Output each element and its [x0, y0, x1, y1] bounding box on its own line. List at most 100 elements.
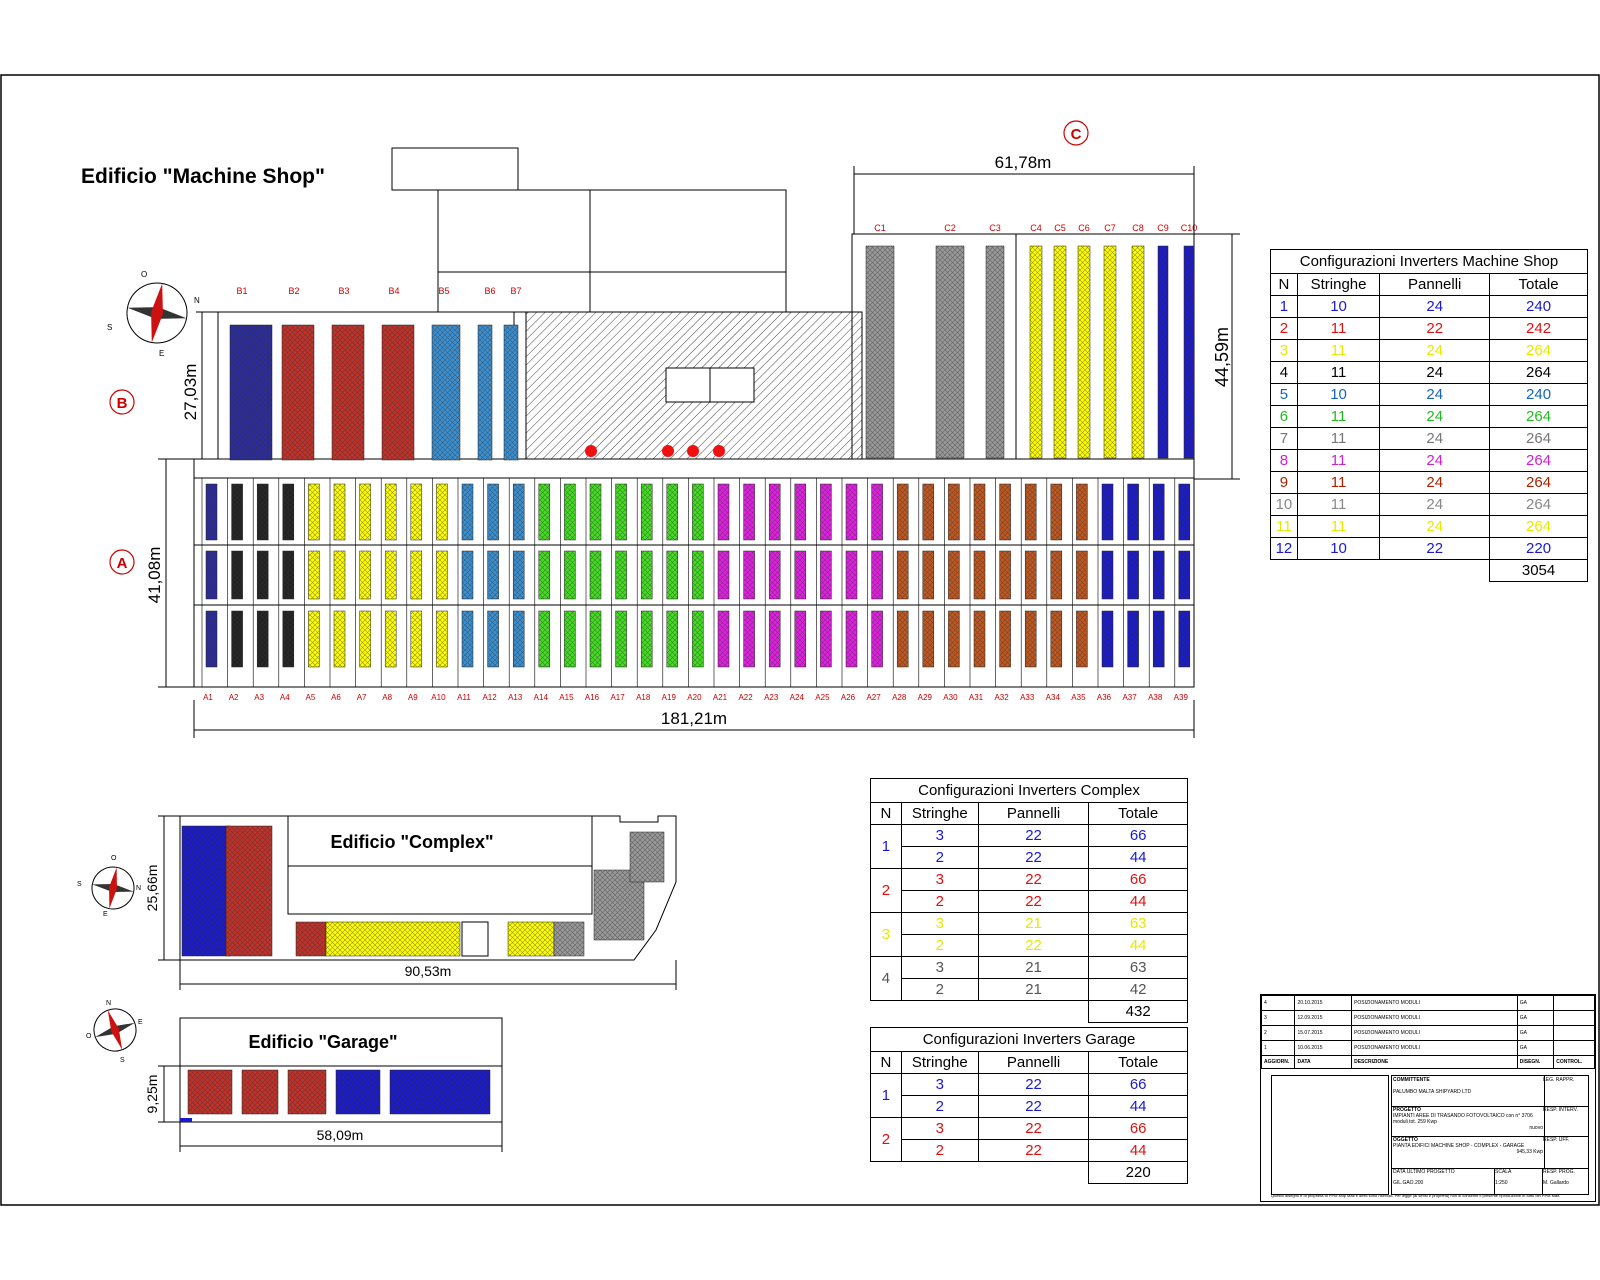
revision-control	[1553, 1040, 1595, 1056]
panel-array-c5	[1053, 245, 1067, 459]
panel-array-a25	[820, 483, 832, 541]
panel-array-a21	[717, 483, 730, 541]
table-total: 220	[1088, 1161, 1188, 1184]
string-label-b7: B7	[510, 286, 521, 296]
panel-array-a37	[1127, 610, 1139, 668]
complex-inverter-table: Configurazioni Inverters Complex N Strin…	[870, 778, 1188, 1023]
panel-array-a7	[359, 483, 371, 541]
cell-n: 10	[1270, 493, 1298, 516]
committente-value: PALUMBO MALTA SHIPYARD LTD	[1393, 1089, 1472, 1095]
oggetto-value: PIANTA EDIFICI MACHINE SHOP - COMPLEX - …	[1393, 1143, 1525, 1149]
cell-n: 12	[1270, 537, 1298, 560]
revision-desc: POSIZIONAMENTO MODULI	[1351, 1040, 1518, 1056]
panel-array-a22	[743, 550, 755, 600]
compass-n: N	[106, 1000, 111, 1007]
title-block-footer: Questo disegno e di proprieta di PPM shi…	[1271, 1193, 1561, 1198]
panel-array-a31	[973, 550, 986, 600]
panel-array-a30	[948, 483, 960, 541]
cell-pannelli: 24	[1379, 493, 1491, 516]
panel-array-c2	[935, 245, 965, 459]
dim-garage-height: 9,25m	[144, 1075, 160, 1114]
panel-array-a16	[589, 550, 602, 600]
revision-by: GA	[1516, 1010, 1555, 1026]
panel-array-garage-2	[241, 1069, 279, 1115]
panel-array-a14	[538, 483, 551, 541]
cell-pannelli: 24	[1379, 383, 1491, 406]
ms-table-title: Configurazioni Inverters Machine Shop	[1270, 249, 1588, 273]
complex-table-title: Configurazioni Inverters Complex	[870, 778, 1188, 802]
string-label-a14: A14	[534, 693, 549, 702]
revision-header: AGGIORN.	[1260, 1055, 1296, 1069]
panel-array-a8	[384, 610, 397, 668]
panel-array-a28	[896, 610, 909, 668]
panel-array-b1	[229, 324, 273, 461]
cell-pannelli: 24	[1379, 339, 1491, 362]
panel-array-a19	[666, 610, 679, 668]
committente-label: COMMITTENTE	[1393, 1077, 1430, 1083]
panel-array-a6	[333, 483, 346, 541]
cell-n: 11	[1270, 515, 1298, 538]
cell-pannelli: 22	[977, 1139, 1090, 1162]
compass-rose-icon	[93, 1008, 137, 1052]
panel-array-a12	[487, 550, 499, 600]
string-label-a36: A36	[1097, 693, 1112, 702]
panel-array-a18	[640, 550, 653, 600]
cell-totale: 264	[1489, 449, 1588, 472]
cell-pannelli: 22	[977, 890, 1090, 913]
panel-array-a6	[333, 550, 346, 600]
panel-array-b6	[477, 324, 493, 461]
dim-ms-height-b: 27,03m	[181, 364, 200, 421]
cell-stringhe: 11	[1296, 449, 1381, 472]
revision-desc: POSIZIONAMENTO MODULI	[1351, 1010, 1518, 1026]
garage-plan: Edificio "Garage" 58,09m 9,25m N S O E	[86, 1000, 503, 1152]
resp-prog-label: RESP. PROG.	[1543, 1169, 1575, 1175]
col-totale: Totale	[1489, 273, 1588, 296]
panel-array-a26	[845, 483, 858, 541]
cell-pannelli: 21	[977, 978, 1090, 1001]
progetto-label: PROGETTO	[1393, 1107, 1421, 1113]
revision-desc: POSIZIONAMENTO MODULI	[1351, 1025, 1518, 1041]
revision-by: GA	[1516, 1025, 1555, 1041]
string-label-a8: A8	[382, 693, 392, 702]
panel-array-c4	[1029, 245, 1043, 459]
panel-array-a2	[231, 610, 243, 668]
panel-array-a10	[436, 550, 448, 600]
string-label-c9: C9	[1157, 223, 1169, 233]
cell-n: 4	[1270, 361, 1298, 384]
scala-label: SCALA	[1495, 1169, 1512, 1175]
string-label-b6: B6	[484, 286, 495, 296]
panel-array-a4	[282, 550, 295, 600]
cell-pannelli: 22	[1379, 537, 1491, 560]
cell-stringhe: 10	[1296, 295, 1381, 318]
cell-totale: 264	[1489, 427, 1588, 450]
string-label-a34: A34	[1046, 693, 1061, 702]
panel-array-a30	[948, 550, 960, 600]
col-pannelli: Pannelli	[977, 802, 1090, 825]
panel-array-a28	[896, 550, 909, 600]
compass-n: N	[136, 885, 141, 892]
panel-array-a12	[487, 610, 499, 668]
panel-array-a13	[512, 483, 525, 541]
cell-totale: 220	[1489, 537, 1588, 560]
panel-array-a38	[1152, 483, 1165, 541]
panel-array-a37	[1127, 550, 1139, 600]
panel-array-a34	[1050, 483, 1063, 541]
panel-array-a15	[564, 610, 576, 668]
string-label-b2: B2	[288, 286, 299, 296]
panel-array-a32	[999, 610, 1011, 668]
zone-c-label: C	[1071, 126, 1082, 143]
panel-array-c6	[1077, 245, 1091, 459]
cell-stringhe: 11	[1296, 427, 1381, 450]
panel-array-complex-1	[181, 825, 231, 957]
panel-array-b5	[431, 324, 461, 461]
panel-array-a4	[282, 483, 295, 541]
panel-array-complex-4	[629, 831, 665, 883]
